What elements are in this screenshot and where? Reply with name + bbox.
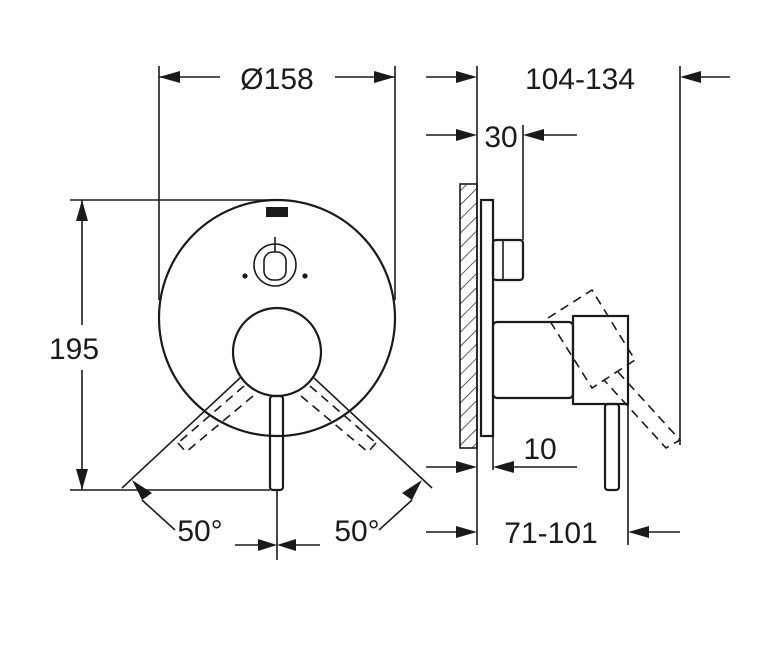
center-arrow-left: [258, 539, 277, 551]
height-arrow-top: [76, 200, 88, 221]
lever-handle: [268, 394, 285, 492]
front-view: [70, 66, 433, 560]
lever-raised-dashed: [547, 288, 682, 450]
wall-section: [459, 183, 478, 449]
lever-side: [603, 402, 621, 492]
diverter-side: [491, 125, 525, 282]
lever-rotation-left: [177, 385, 254, 453]
handle-body-side: [491, 320, 575, 400]
valve-offset-label: 30: [484, 121, 517, 154]
angle-leader-right: [313, 377, 433, 489]
gap-arrow-right: [493, 461, 514, 473]
depth-range-label: 104-134: [525, 63, 635, 96]
height-label: 195: [49, 333, 99, 366]
projection-range-label: 71-101: [504, 517, 597, 550]
angle-left-label: 50°: [177, 515, 222, 548]
escutcheon-plate: [157, 198, 397, 438]
gap-arrow-left: [456, 461, 477, 473]
offset-arrow-right: [523, 129, 544, 141]
projection-arrow-right: [628, 526, 649, 538]
diverter-knob: [242, 237, 308, 287]
side-view: [426, 66, 730, 545]
diameter-arrow-right: [374, 71, 395, 83]
angle-arc-right: [378, 499, 413, 531]
diameter-arrow-left: [159, 71, 180, 83]
offset-arrow-left: [456, 129, 477, 141]
angle-arc-left: [141, 499, 176, 531]
depth-arrow-right: [680, 71, 701, 83]
plate-gap-label: 10: [523, 433, 556, 466]
center-arrow-right: [277, 539, 296, 551]
height-arrow-bottom: [76, 469, 88, 490]
angle-leader-left: [121, 377, 241, 489]
handle-cap-side: [571, 314, 630, 406]
angle-arrow-right: [402, 480, 422, 500]
lever-rotation-right: [300, 385, 377, 453]
handle-hub: [231, 306, 323, 398]
escutcheon-side: [479, 198, 495, 438]
diameter-label: Ø158: [240, 63, 313, 96]
angle-right-label: 50°: [334, 515, 379, 548]
depth-arrow-left: [456, 71, 477, 83]
brand-logo: [266, 207, 288, 217]
projection-arrow-left: [456, 526, 477, 538]
